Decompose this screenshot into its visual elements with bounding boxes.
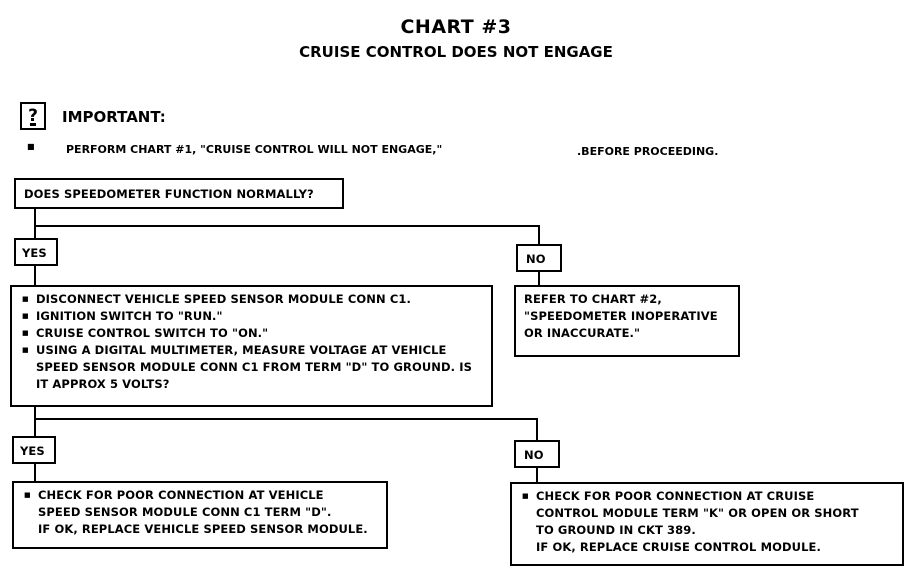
- list-item: CRUISE CONTROL SWITCH TO "ON.": [20, 325, 483, 342]
- list-item: IGNITION SWITCH TO "RUN.": [20, 308, 483, 325]
- steps-box: DISCONNECT VEHICLE SPEED SENSOR MODULE C…: [10, 285, 493, 407]
- connector-no2-box: [536, 467, 538, 483]
- list-item: CHECK FOR POOR CONNECTION AT CRUISE: [520, 488, 894, 505]
- check-line: IF OK, REPLACE VEHICLE SPEED SENSOR MODU…: [38, 522, 368, 536]
- yes-label-1: YES: [14, 238, 58, 266]
- replace-cruise-module-box: CHECK FOR POOR CONNECTION AT CRUISE CONT…: [510, 482, 904, 566]
- yes-label-2: YES: [12, 436, 56, 464]
- connector-q-down: [34, 208, 36, 238]
- refer-line: REFER TO CHART #2,: [524, 292, 662, 306]
- connector-no1-box: [538, 272, 540, 286]
- exclamation-icon: ?: [20, 102, 46, 130]
- refer-chart2-box: REFER TO CHART #2, "SPEEDOMETER INOPERAT…: [514, 285, 740, 357]
- replace-vss-module-box: CHECK FOR POOR CONNECTION AT VEHICLE SPE…: [12, 481, 388, 549]
- connector-branch1-horizontal: [34, 225, 540, 227]
- connector-steps-down: [34, 406, 36, 436]
- question-box: DOES SPEEDOMETER FUNCTION NORMALLY?: [14, 178, 344, 209]
- check-line: IF OK, REPLACE CRUISE CONTROL MODULE.: [536, 540, 821, 554]
- connector-no2-down: [536, 418, 538, 440]
- refer-line: OR INACCURATE.": [524, 326, 641, 340]
- bullet-icon: ■: [27, 142, 35, 151]
- no-label-1: NO: [516, 244, 562, 272]
- check-line: CONTROL MODULE TERM "K" OR OPEN OR SHORT: [536, 506, 859, 520]
- important-label: IMPORTANT:: [62, 108, 166, 126]
- refer-line: "SPEEDOMETER INOPERATIVE: [524, 309, 718, 323]
- connector-branch2-horizontal: [34, 418, 538, 420]
- important-text: PERFORM CHART #1, "CRUISE CONTROL WILL N…: [66, 143, 443, 156]
- check-line: SPEED SENSOR MODULE CONN C1 TERM "D".: [38, 505, 332, 519]
- no-label-2: NO: [514, 440, 560, 468]
- list-item: USING A DIGITAL MULTIMETER, MEASURE VOLT…: [20, 342, 483, 393]
- list-item: CHECK FOR POOR CONNECTION AT VEHICLE: [22, 487, 378, 504]
- important-text-end: .BEFORE PROCEEDING.: [577, 145, 719, 158]
- connector-no1-down: [538, 225, 540, 244]
- question-text: DOES SPEEDOMETER FUNCTION NORMALLY?: [24, 187, 314, 201]
- chart-title: CHART #3: [400, 16, 512, 38]
- check-line: TO GROUND IN CKT 389.: [536, 523, 696, 537]
- list-item: DISCONNECT VEHICLE SPEED SENSOR MODULE C…: [20, 291, 483, 308]
- connector-yes1-down: [34, 266, 36, 286]
- chart-subtitle: CRUISE CONTROL DOES NOT ENGAGE: [299, 43, 613, 61]
- connector-yes2-down: [34, 464, 36, 482]
